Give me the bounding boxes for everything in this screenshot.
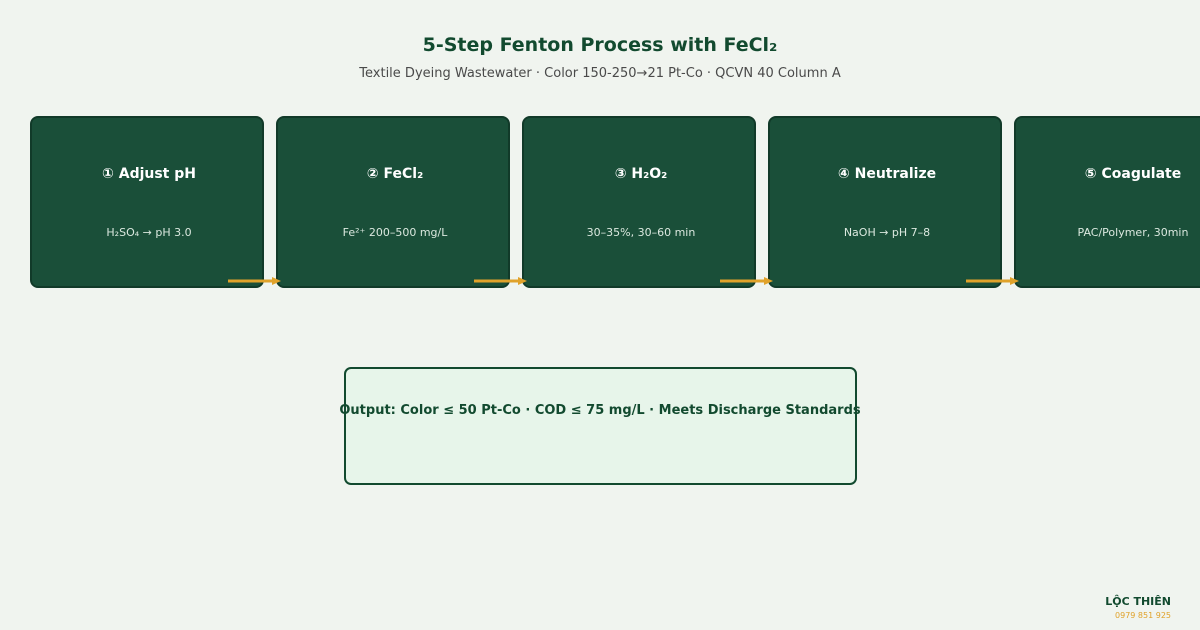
step-title: ⑤ Coagulate: [1084, 166, 1182, 182]
step-detail: H₂SO₄ → pH 3.0: [106, 226, 192, 239]
flow-arrow-icon: [228, 277, 281, 285]
output-text: Output: Color ≤ 50 Pt-Co · COD ≤ 75 mg/L…: [339, 403, 861, 418]
step-title: ② FeCl₂: [366, 166, 424, 182]
step-title: ③ H₂O₂: [614, 166, 668, 182]
diagram-title: 5-Step Fenton Process with FeCl₂: [422, 34, 778, 56]
phone-number: 0979 851 925: [1115, 611, 1171, 620]
brand-logo-text: LỘC THIÊN: [1105, 595, 1171, 608]
flow-arrow-icon: [966, 277, 1019, 285]
step-coagulate: ⑤ Coagulate PAC/Polymer, 30min: [1014, 116, 1200, 288]
diagram-subtitle: Textile Dyeing Wastewater · Color 150-25…: [359, 66, 841, 81]
step-h2o2: ③ H₂O₂ 30–35%, 30–60 min: [522, 116, 756, 288]
step-detail: PAC/Polymer, 30min: [1077, 226, 1189, 239]
step-adjust-ph: ① Adjust pH H₂SO₄ → pH 3.0: [30, 116, 264, 288]
flow-arrow-icon: [474, 277, 527, 285]
step-detail: 30–35%, 30–60 min: [586, 226, 696, 239]
flow-arrow-icon: [720, 277, 773, 285]
step-title: ④ Neutralize: [837, 166, 937, 182]
step-fecl2: ② FeCl₂ Fe²⁺ 200–500 mg/L: [276, 116, 510, 288]
output-box: [344, 367, 857, 485]
step-title: ① Adjust pH: [102, 166, 196, 182]
step-neutralize: ④ Neutralize NaOH → pH 7–8: [768, 116, 1002, 288]
step-detail: Fe²⁺ 200–500 mg/L: [342, 226, 448, 239]
step-detail: NaOH → pH 7–8: [843, 226, 931, 239]
